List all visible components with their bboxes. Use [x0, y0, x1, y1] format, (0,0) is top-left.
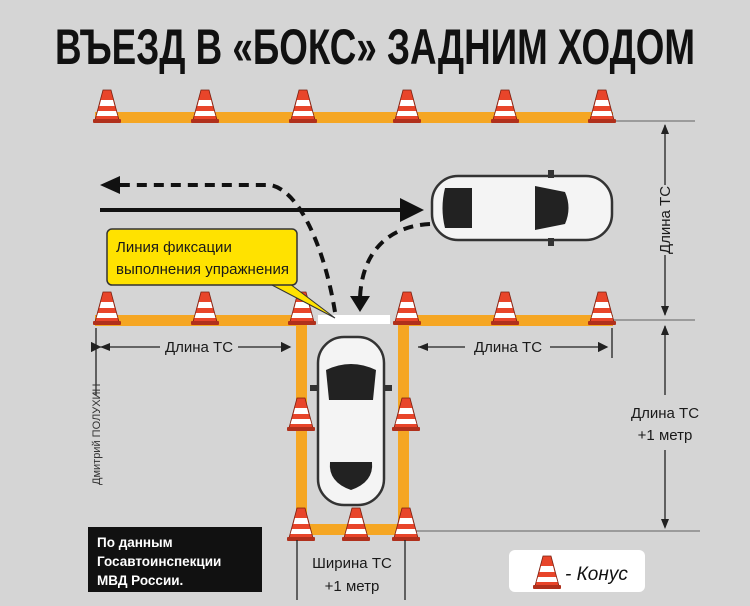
title: ВЪЕЗД В «БОКС» ЗАДНИМ ХОДОМ — [55, 19, 695, 75]
traffic-cone-icon — [392, 291, 422, 326]
photo-credit: Дмитрий ПОЛУХИН — [91, 384, 103, 485]
trajectory — [100, 176, 431, 313]
traffic-cone-icon — [587, 89, 617, 124]
car-top-view-vertical — [310, 335, 392, 507]
source-line2: Госавтоинспекции — [97, 554, 221, 569]
traffic-cone-icon — [392, 89, 422, 124]
traffic-cone-icon — [490, 291, 520, 326]
traffic-cone-icon — [288, 89, 318, 124]
finish-line — [318, 315, 390, 324]
callout-line2: выполнения упражнения — [116, 261, 289, 278]
traffic-cone-icon — [92, 291, 122, 326]
source-line3: МВД России. — [97, 573, 183, 588]
right-length-label: Длина ТС — [474, 339, 542, 356]
box-depth-label-2: +1 метр — [638, 427, 693, 444]
left-length-label: Длина ТС — [165, 339, 233, 356]
traffic-cone-icon — [286, 397, 316, 432]
lane-width-label: Длина ТС — [657, 186, 674, 254]
traffic-cone-icon — [190, 89, 220, 124]
box-width-label-1: Ширина ТС — [312, 555, 392, 572]
source-box: По данным Госавтоинспекции МВД России. — [88, 527, 262, 592]
traffic-cone-icon — [190, 291, 220, 326]
box-depth-label-1: Длина ТС — [631, 405, 699, 422]
legend-label: - Конус — [565, 564, 628, 585]
traffic-cone-icon — [490, 89, 520, 124]
traffic-cone-icon — [587, 291, 617, 326]
box-width-label-2: +1 метр — [325, 578, 380, 595]
dimension-arrowheads — [100, 124, 669, 529]
callout-line1: Линия фиксации — [116, 239, 232, 256]
source-line1: По данным — [97, 535, 173, 550]
finish-line-callout: Линия фиксации выполнения упражнения — [106, 228, 336, 319]
traffic-cone-icon — [391, 397, 421, 432]
traffic-cone-icon — [92, 89, 122, 124]
car-top-view-horizontal — [430, 170, 614, 246]
legend: - Конус — [509, 550, 645, 592]
